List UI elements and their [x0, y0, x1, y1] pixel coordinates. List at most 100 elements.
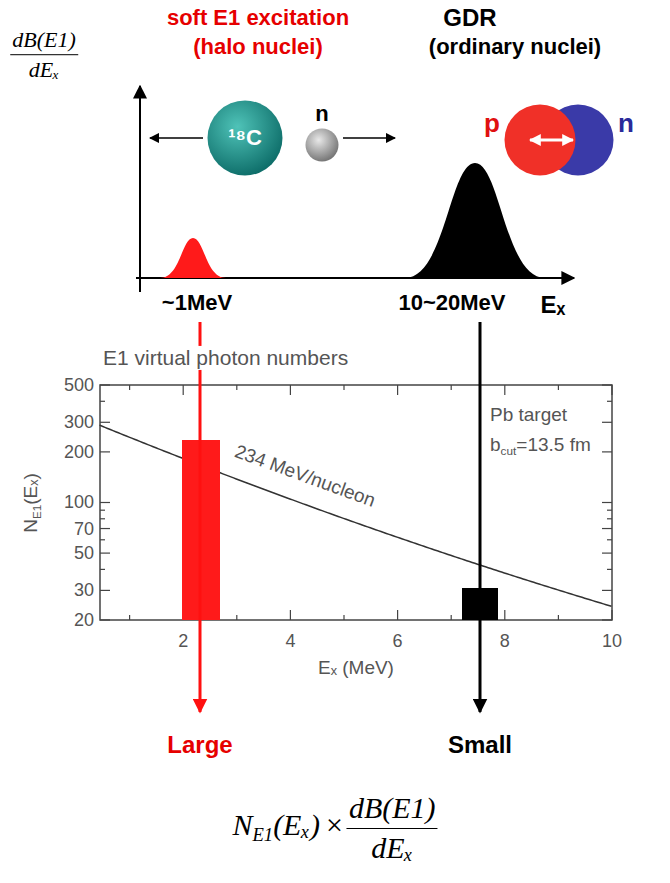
circle-outline — [305, 128, 339, 162]
label-text: 4 — [285, 631, 295, 651]
tick-mark — [607, 401, 612, 402]
tick-label: 2 — [178, 631, 188, 652]
tick-mark — [100, 619, 110, 620]
tick-mark — [504, 385, 505, 395]
label-text: E1 — [252, 824, 273, 845]
tick-label: 10 — [602, 631, 622, 652]
mode-label: GDR — [443, 4, 496, 32]
label-text: (ordinary nuclei) — [429, 34, 601, 59]
tick-mark — [290, 610, 291, 620]
tick-mark — [236, 385, 237, 390]
oscillation-arrow — [530, 139, 573, 142]
tick-mark — [607, 539, 612, 540]
tick-mark — [607, 569, 612, 570]
tick-mark — [602, 590, 612, 591]
tick-mark — [100, 518, 105, 519]
label-text: E1 virtual photon numbers — [103, 346, 348, 369]
label-text: E1 — [30, 505, 43, 519]
tick-mark — [100, 451, 110, 452]
tick-mark — [100, 401, 105, 402]
tick-mark — [236, 615, 237, 620]
tick-mark — [602, 502, 612, 503]
axis-label: Eₓ — [541, 291, 566, 319]
tick-mark — [607, 518, 612, 519]
tick-mark — [611, 385, 612, 395]
label-text: N — [20, 519, 41, 533]
label-text: b — [490, 434, 501, 455]
label-text: Large — [167, 731, 232, 758]
fraction: dB(E1)dEₓ — [347, 791, 438, 865]
tick-label: 30 — [74, 580, 94, 601]
tick-mark — [451, 615, 452, 620]
tick-mark — [397, 610, 398, 620]
tick-mark — [100, 502, 110, 503]
tick-mark — [611, 610, 612, 620]
tick-mark — [290, 385, 291, 395]
label-text: (Eₓ) — [273, 808, 320, 841]
tick-mark — [100, 539, 105, 540]
pointer-arrow — [479, 322, 482, 712]
label-text: ~1MeV — [162, 290, 232, 315]
label-text: × — [326, 808, 343, 841]
tick-mark — [602, 422, 612, 423]
tick-mark — [602, 384, 612, 385]
tick-mark — [558, 385, 559, 390]
tick-mark — [100, 552, 110, 553]
halo-neutron-circle: n — [305, 128, 339, 162]
photon-number-curve — [100, 425, 612, 606]
tick-mark — [129, 615, 130, 620]
label-text: soft E1 excitation — [167, 5, 349, 30]
label-text: 50 — [74, 543, 94, 563]
tick-label: 50 — [74, 543, 94, 564]
tick-label: 200 — [64, 442, 94, 463]
plot-frame — [100, 385, 612, 620]
axis-label: Eₓ (MeV) — [318, 657, 394, 679]
tick-mark — [602, 451, 612, 452]
circle-shape — [505, 105, 576, 176]
particle-label: p — [484, 108, 500, 139]
label-text: 300 — [64, 412, 94, 432]
circle-outline — [504, 104, 576, 176]
label-text: dEₓ — [10, 56, 78, 83]
label-text: cut — [501, 444, 517, 457]
curve-label: 234 MeV/nucleon — [232, 440, 378, 511]
circle-shape — [208, 101, 283, 176]
mode-label: (halo nuclei) — [193, 34, 323, 59]
label-text: dB(E1) — [10, 27, 78, 55]
tick-label: 300 — [64, 412, 94, 433]
plot-title: E1 virtual photon numbers — [100, 346, 351, 370]
label-text: Pb target — [490, 404, 567, 425]
tick-label: 4 — [285, 631, 295, 652]
tick-mark — [100, 590, 110, 591]
label-text: 200 — [64, 442, 94, 462]
tick-mark — [602, 619, 612, 620]
tick-label: 70 — [74, 518, 94, 539]
tick-mark — [602, 528, 612, 529]
tick-mark — [607, 510, 612, 511]
tick-mark — [451, 385, 452, 390]
tick-mark — [397, 385, 398, 395]
tick-mark — [558, 615, 559, 620]
tick-label: 8 — [500, 631, 510, 652]
mode-label: soft E1 excitation — [167, 5, 349, 30]
label-text: 10 — [602, 631, 622, 651]
tick-label: 100 — [64, 492, 94, 513]
plot-note: Pb target — [490, 404, 567, 426]
motion-arrow — [343, 137, 395, 139]
label-text: N — [232, 808, 252, 841]
label-text: 20 — [74, 610, 94, 630]
tick-mark — [100, 569, 105, 570]
energy-label: 10~20MeV — [398, 290, 505, 315]
soft-e1-peak — [160, 238, 226, 278]
tick-marks — [100, 385, 612, 620]
gdr-peak — [405, 163, 545, 278]
mode-label: (ordinary nuclei) — [429, 34, 601, 59]
fraction: dB(E1)dEₓ — [10, 27, 78, 83]
tick-mark — [602, 552, 612, 553]
label-text: 2 — [178, 631, 188, 651]
tick-mark — [100, 422, 110, 423]
label-text: 70 — [74, 518, 94, 538]
carbon-core-circle: ¹⁸C — [207, 100, 283, 176]
label-text: 30 — [74, 580, 94, 600]
